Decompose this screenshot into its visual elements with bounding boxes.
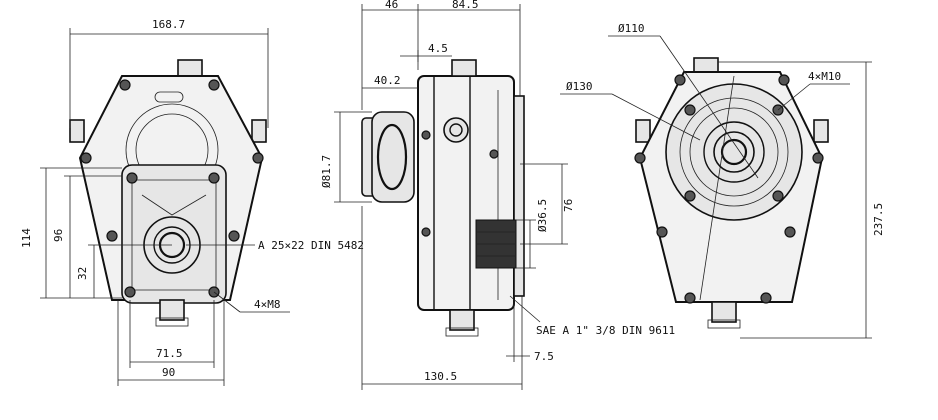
front-width-90: 90 — [162, 366, 175, 379]
front-bolt — [126, 172, 138, 184]
side-total-width: 130.5 — [424, 370, 457, 383]
front-bolt — [124, 286, 136, 298]
side-top-nut — [451, 59, 477, 77]
front-bolt — [106, 230, 118, 242]
front-top-nut — [177, 59, 203, 77]
front-bottom-nut — [159, 299, 185, 321]
rear-bolts-label: 4×M10 — [808, 70, 841, 83]
front-bolt — [80, 152, 92, 164]
front-bottom-nut-base — [155, 317, 189, 327]
front-left-lug — [69, 119, 85, 143]
front-bolt — [208, 172, 220, 184]
front-shaft-label: A 25×22 DIN 5482 — [258, 239, 364, 252]
side-top-46: 46 — [385, 0, 398, 11]
side-bottom-nut — [449, 309, 475, 331]
front-bolt — [119, 79, 131, 91]
rear-left-lug — [635, 119, 651, 143]
front-width-label: 168.7 — [152, 18, 185, 31]
rear-dia-110: Ø110 — [618, 22, 645, 35]
rear-view: Ø110 Ø130 4×M10 237.5 — [560, 22, 885, 339]
side-view: 46 84.5 4.5 40.2 Ø81.7 Ø36.5 76 SAE A 1"… — [320, 0, 675, 390]
front-height-96: 96 — [52, 229, 65, 242]
side-rear-flange — [513, 95, 525, 297]
side-dim-75: 7.5 — [534, 350, 554, 363]
front-bolts-label: 4×M8 — [254, 298, 281, 311]
side-coupling-ring — [376, 123, 408, 191]
rear-right-lug — [813, 119, 829, 143]
side-housing — [417, 75, 515, 311]
rear-height-label: 237.5 — [872, 203, 885, 236]
front-height-32: 32 — [76, 267, 89, 280]
front-top-slot — [154, 91, 184, 103]
front-rib — [141, 194, 207, 216]
side-boss — [443, 117, 469, 143]
side-dim-76: 76 — [562, 199, 575, 212]
front-view: 168.7 114 96 32 A 25×22 DIN 5482 4×M8 71… — [20, 18, 364, 386]
side-dia-81: Ø81.7 — [320, 155, 333, 188]
front-bolt — [228, 230, 240, 242]
rear-bottom-nut — [711, 301, 737, 323]
side-top-84: 84.5 — [452, 0, 479, 11]
front-height-114: 114 — [20, 228, 33, 248]
side-top-45: 4.5 — [428, 42, 448, 55]
rear-dia-130: Ø130 — [566, 80, 593, 93]
front-bolt — [252, 152, 264, 164]
front-bolt — [208, 79, 220, 91]
side-flange-label: SAE A 1" 3/8 DIN 9611 — [536, 324, 675, 337]
side-offset-40: 40.2 — [374, 74, 401, 87]
front-right-lug — [251, 119, 267, 143]
rear-spline — [720, 138, 748, 166]
side-dia-36: Ø36.5 — [536, 199, 549, 232]
front-width-71: 71.5 — [156, 347, 183, 360]
